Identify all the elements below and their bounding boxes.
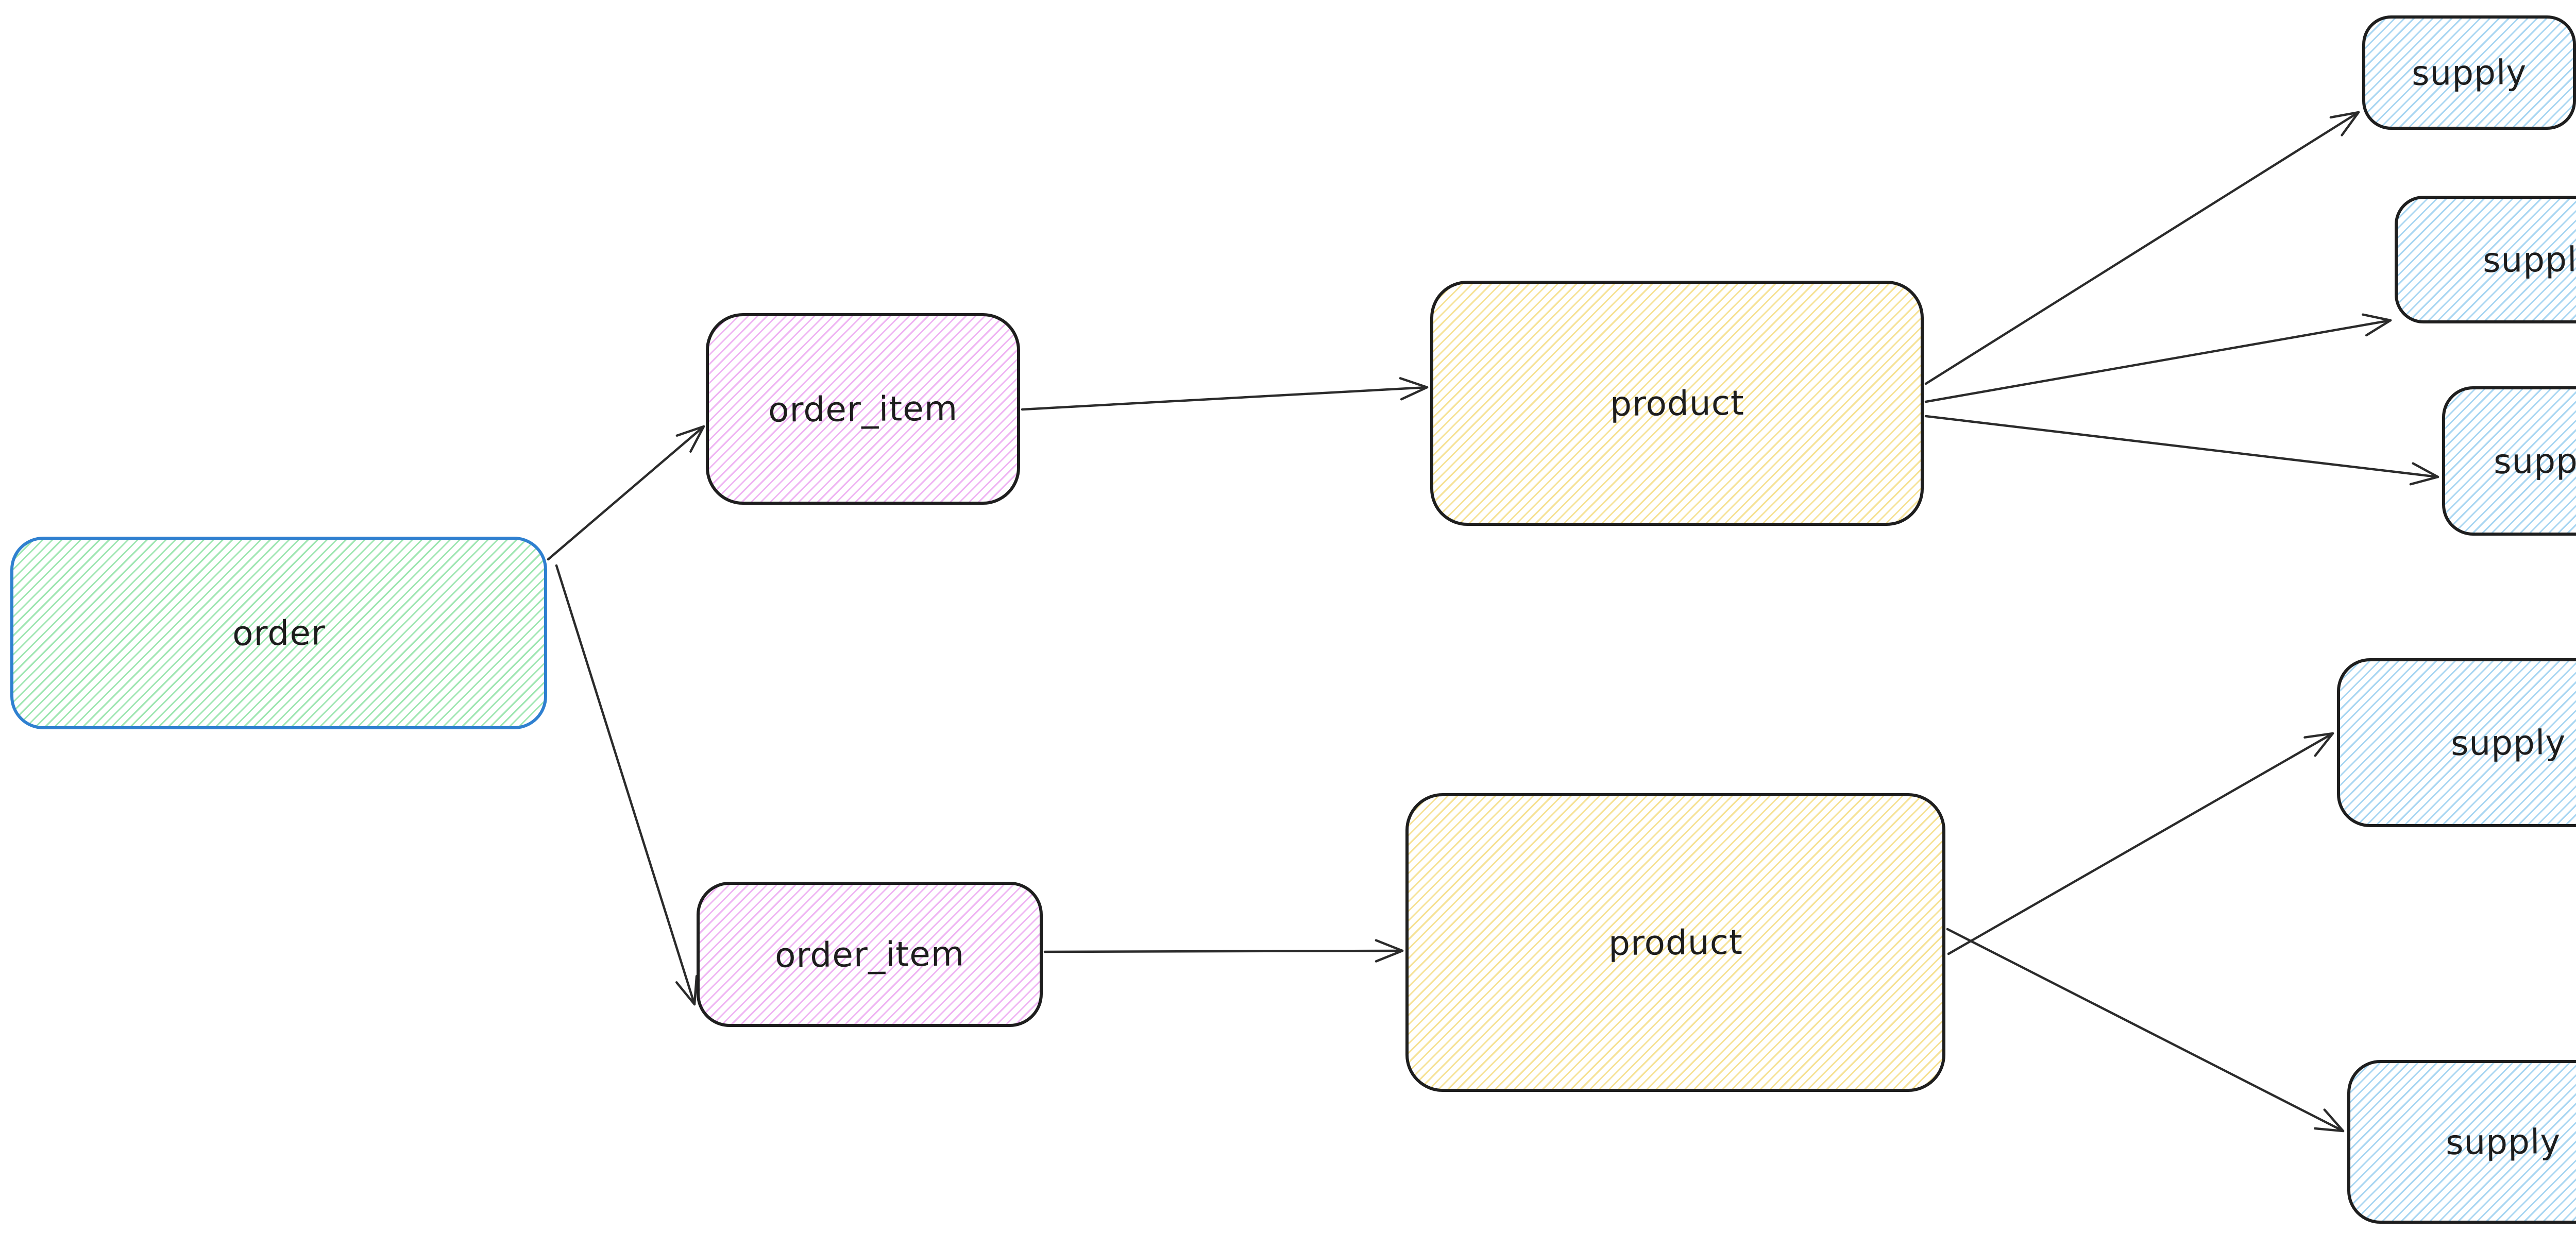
node-supply-4[interactable]: supply bbox=[2337, 658, 2576, 827]
node-label: product bbox=[1609, 383, 1744, 424]
node-order-item-bottom[interactable]: order_item bbox=[697, 882, 1043, 1027]
node-order[interactable]: order bbox=[10, 537, 547, 729]
arrow-order-item-bottom-to-product-bottom[interactable] bbox=[1043, 939, 1404, 963]
node-label: supply bbox=[2482, 239, 2576, 280]
arrowhead bbox=[2313, 1108, 2345, 1133]
arrowhead bbox=[1375, 939, 1404, 963]
node-label: supply bbox=[2411, 52, 2527, 93]
arrowhead bbox=[2303, 732, 2334, 757]
arrow-product-bottom-to-supply-5[interactable] bbox=[1946, 928, 2345, 1133]
arrow-product-top-to-supply-1[interactable] bbox=[1924, 111, 2360, 385]
node-label: order_item bbox=[774, 933, 965, 975]
arrow-product-bottom-to-supply-4[interactable] bbox=[1947, 732, 2334, 955]
arrow-order-item-top-to-product-top[interactable] bbox=[1021, 377, 1429, 411]
arrow-order-to-order-item-bottom[interactable] bbox=[555, 564, 698, 1006]
node-order-item-top[interactable]: order_item bbox=[706, 313, 1020, 505]
node-product-top[interactable]: product bbox=[1430, 281, 1924, 526]
node-label: supply bbox=[2445, 1121, 2562, 1162]
node-supply-1[interactable]: supply bbox=[2362, 15, 2576, 130]
node-label: supply bbox=[2450, 722, 2567, 763]
node-supply-5[interactable]: supply bbox=[2347, 1060, 2576, 1224]
node-label: order_item bbox=[768, 388, 958, 430]
node-label: supply bbox=[2493, 440, 2576, 482]
arrowhead bbox=[2361, 313, 2392, 337]
node-supply-2[interactable]: supply bbox=[2395, 196, 2576, 323]
arrowhead bbox=[1399, 377, 1429, 401]
node-product-bottom[interactable]: product bbox=[1405, 793, 1945, 1092]
arrowhead bbox=[2409, 462, 2439, 486]
arrowhead bbox=[675, 974, 698, 1006]
arrowhead bbox=[2329, 111, 2360, 136]
arrowhead bbox=[675, 425, 705, 453]
node-label: product bbox=[1608, 922, 1743, 963]
arrow-product-top-to-supply-2[interactable] bbox=[1924, 313, 2392, 403]
node-supply-3[interactable]: supply bbox=[2442, 386, 2576, 536]
arrow-order-to-order-item-top[interactable] bbox=[547, 425, 705, 561]
node-label: order bbox=[232, 612, 326, 654]
arrow-product-top-to-supply-3[interactable] bbox=[1924, 415, 2439, 486]
